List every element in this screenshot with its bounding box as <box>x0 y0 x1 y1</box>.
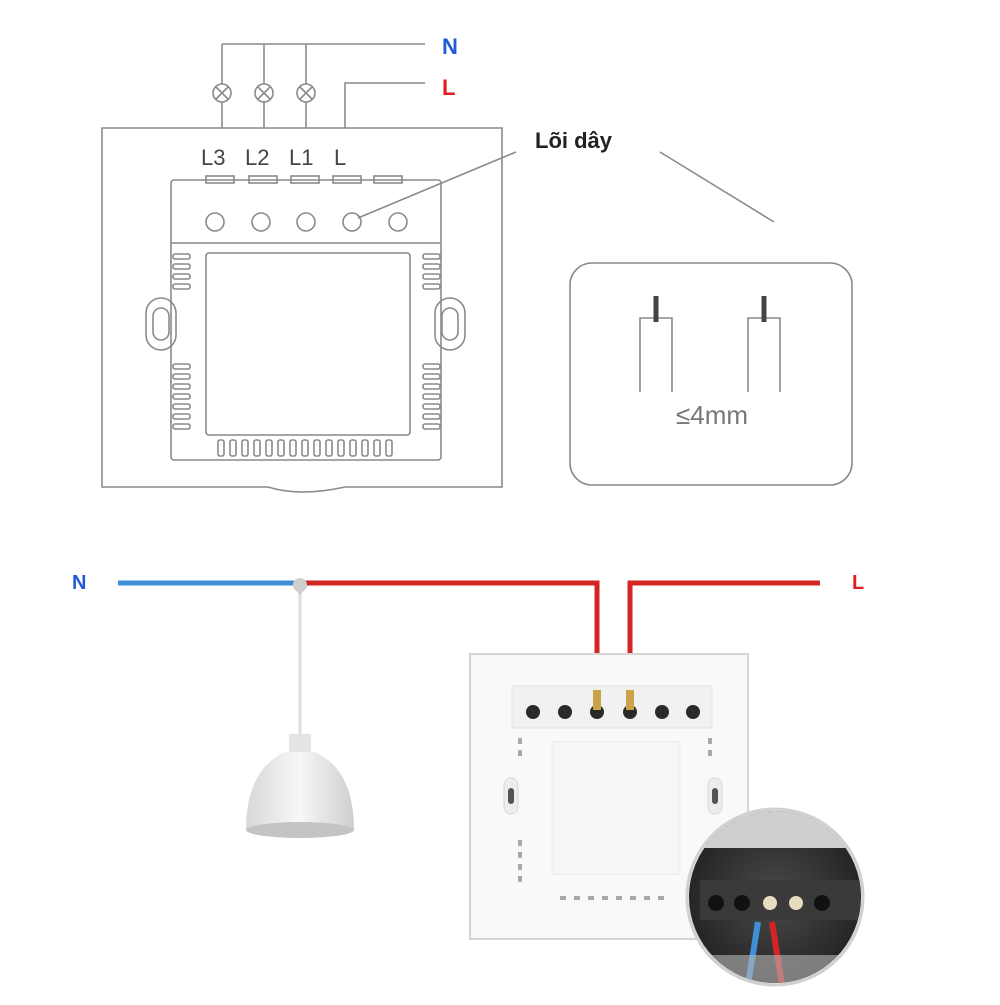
bottom-vent-slots <box>217 439 393 457</box>
mounting-hole-right <box>434 297 466 351</box>
top-wiring-schematic <box>101 43 853 493</box>
terminal-label-l3: L3 <box>201 145 225 170</box>
left-vent-slots <box>172 253 191 430</box>
switch-terminal-strip <box>511 685 713 729</box>
switch-terminal-holes <box>526 705 700 719</box>
switch-back-plate <box>101 127 503 493</box>
strip-detail-box <box>569 262 853 486</box>
right-vent-slots <box>422 253 441 430</box>
switch-center-module <box>551 741 681 875</box>
lamp-symbol-l1 <box>296 83 316 103</box>
mounting-hole-left <box>145 297 177 351</box>
wire-core-label: Lõi dây <box>535 128 613 153</box>
terminal-closeup-photo <box>685 807 865 987</box>
terminal-block <box>170 179 442 461</box>
strip-length-label: ≤4mm <box>676 400 748 430</box>
terminal-label-l: L <box>334 145 346 170</box>
live-line <box>344 82 425 128</box>
top-live-label: L <box>442 75 455 100</box>
switch-inner-panel <box>205 252 411 436</box>
bottom-live-label: L <box>852 572 864 594</box>
top-neutral-label: N <box>442 34 458 59</box>
terminal-label-l1: L1 <box>289 145 313 170</box>
lamp-symbol-l3 <box>212 83 232 103</box>
callout-leader <box>357 151 517 219</box>
terminal-tabs <box>205 175 403 184</box>
terminal-label-l2: L2 <box>245 145 269 170</box>
switch-side-dots <box>518 738 712 900</box>
detail-leader <box>659 151 775 223</box>
lamp-symbol-l2 <box>254 83 274 103</box>
bottom-wiring-illustration <box>118 578 865 987</box>
pendant-lamp <box>246 734 354 838</box>
stripped-wire-left <box>639 296 673 392</box>
stripped-wire-right <box>747 296 781 392</box>
bottom-neutral-label: N <box>72 572 86 594</box>
terminal-holes <box>205 212 408 232</box>
connected-terminals <box>590 690 637 719</box>
